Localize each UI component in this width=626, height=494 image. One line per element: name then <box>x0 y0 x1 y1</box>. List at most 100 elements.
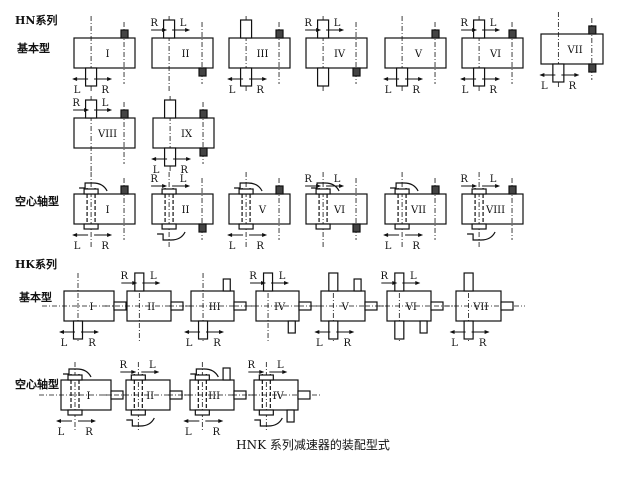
roman-numeral-label: VII <box>472 302 488 313</box>
rotation-label-l: L <box>74 85 81 96</box>
output-stub-bottom <box>199 147 208 157</box>
shaft-collar <box>130 409 146 416</box>
arrowhead <box>316 28 322 32</box>
arrowhead <box>392 281 398 285</box>
output-stub-bottom <box>198 223 207 233</box>
shaft-collar <box>258 409 274 416</box>
arrowhead <box>383 233 389 237</box>
output-stub-top <box>120 29 129 39</box>
shaft-collar <box>67 409 83 416</box>
gearbox-housing <box>305 193 368 225</box>
arrowhead <box>262 77 268 81</box>
shaft-collar <box>194 409 210 416</box>
rotation-label-l: L <box>185 427 192 438</box>
rotation-label-l: L <box>150 271 157 282</box>
arrowhead <box>316 184 322 188</box>
hk-series-title: HK系列 <box>15 258 57 271</box>
rotation-label-r: R <box>256 85 264 96</box>
rotation-label-l: L <box>102 98 109 109</box>
bottom-shaft <box>163 147 177 167</box>
figure-caption: HNK 系列减速器的装配型式 <box>236 438 390 452</box>
rotation-label-r: R <box>304 174 312 185</box>
gearbox-housing <box>461 37 524 69</box>
shaft-collar <box>161 223 177 230</box>
flange-cover <box>467 231 496 241</box>
output-stub-bottom <box>352 67 361 77</box>
arrowhead <box>418 77 424 81</box>
bottom-shaft <box>552 63 565 83</box>
roman-numeral-label: III <box>209 302 221 313</box>
output-stub-bottom <box>588 63 597 73</box>
gearbox-housing <box>540 33 604 65</box>
roman-numeral-label: VIII <box>97 129 117 140</box>
shaft-collar <box>130 374 146 381</box>
arrowhead <box>415 281 421 285</box>
rotation-label-r: R <box>256 241 264 252</box>
arrowhead <box>184 330 190 334</box>
output-stub-top <box>588 25 597 35</box>
roman-numeral-label: II <box>182 205 190 216</box>
bottom-shaft <box>463 320 474 340</box>
hn-basic-type-label: 基本型 <box>17 42 50 55</box>
roman-numeral-label: VI <box>405 302 417 313</box>
roman-numeral-label: IV <box>274 302 286 313</box>
output-stub-top <box>120 109 129 119</box>
rotation-label-l: L <box>180 174 187 185</box>
rotation-label-r: R <box>120 360 128 371</box>
roman-numeral-label: V <box>341 302 350 313</box>
arrowhead <box>218 419 224 423</box>
rotation-label-r: R <box>381 271 389 282</box>
rotation-label-r: R <box>121 271 129 282</box>
rotation-label-l: L <box>334 174 341 185</box>
roman-numeral-label: V <box>258 205 267 216</box>
arrowhead <box>282 370 288 374</box>
rotation-label-l: L <box>58 427 65 438</box>
output-stub-bottom <box>419 320 428 334</box>
shaft-collar <box>471 223 487 230</box>
top-shaft <box>328 272 339 292</box>
arrowhead <box>219 330 225 334</box>
shaft-collar <box>83 188 99 195</box>
rotation-label-l: L <box>149 360 156 371</box>
output-stub-top <box>508 185 517 195</box>
shaft-collar <box>315 188 331 195</box>
roman-numeral-label: III <box>257 49 269 60</box>
shaft-collar <box>161 188 177 195</box>
gearbox-housing <box>228 37 291 69</box>
rotation-label-l: L <box>277 360 284 371</box>
gearbox-housing <box>384 193 447 225</box>
arrowhead <box>132 281 138 285</box>
shaft-collar <box>315 223 331 230</box>
arrowhead <box>131 370 137 374</box>
top-shaft <box>134 272 145 292</box>
roman-numeral-label: II <box>146 391 154 402</box>
flange-cover <box>311 182 340 192</box>
rotation-label-l: L <box>490 174 497 185</box>
roman-numeral-label: VII <box>567 45 583 56</box>
shaft-collar <box>83 223 99 230</box>
flange-cover <box>190 368 219 378</box>
side-output-stub <box>297 390 311 400</box>
flange-cover <box>157 231 186 241</box>
bottom-shaft <box>328 320 339 340</box>
gearbox-housing <box>73 117 136 149</box>
top-shaft <box>262 272 274 292</box>
top-shaft <box>163 99 177 119</box>
gearbox-housing <box>151 37 214 69</box>
rotation-label-r: R <box>248 360 256 371</box>
output-stub-bottom <box>352 223 361 233</box>
arrowhead <box>418 233 424 237</box>
